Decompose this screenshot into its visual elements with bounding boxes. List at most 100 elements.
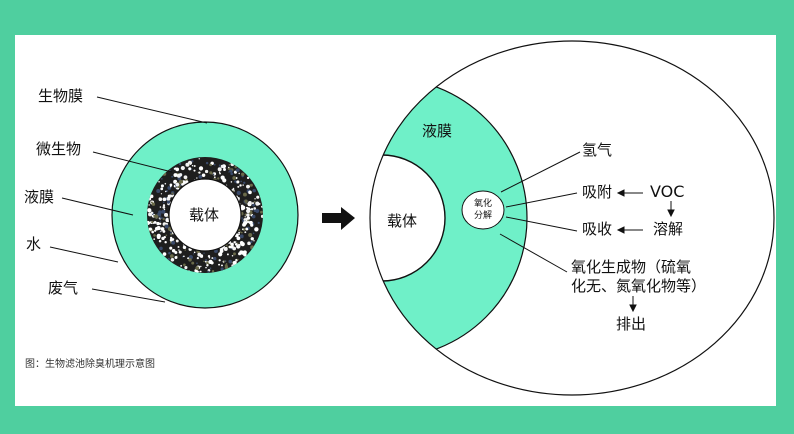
microbe-speck (174, 256, 178, 260)
microbe-speck (153, 238, 156, 240)
microbe-speck (250, 223, 254, 227)
microbe-speck (195, 270, 199, 273)
microbe-speck (234, 243, 238, 246)
label-products-1: 氧化生成物（硫氧 (571, 258, 692, 276)
microbe-speck (242, 222, 246, 227)
microbe-speck (171, 238, 175, 241)
microbe-speck (160, 193, 163, 195)
microbe-speck (246, 176, 250, 180)
microbe-speck (184, 249, 187, 251)
microbe-speck (226, 253, 229, 256)
microbe-speck (192, 253, 195, 255)
microbe-speck (204, 260, 207, 263)
microbe-speck (237, 243, 241, 247)
microbe-speck (158, 239, 162, 243)
microbe-speck (246, 213, 250, 217)
microbe-speck (201, 173, 206, 177)
label-water: 水 (26, 235, 42, 253)
microbe-speck (230, 172, 234, 176)
microbe-speck (163, 235, 166, 239)
microbe-speck (191, 261, 195, 265)
microbe-speck (210, 162, 213, 165)
microbe-speck (162, 252, 167, 256)
microbe-speck (198, 175, 203, 179)
microbe-speck (203, 252, 205, 254)
microbe-speck (232, 176, 237, 180)
microbe-speck (151, 230, 155, 234)
microbe-speck (170, 185, 172, 188)
microbe-speck (160, 177, 163, 180)
microbe-speck (240, 180, 243, 183)
figure-caption: 图：生物滤池除臭机理示意图 (25, 359, 155, 370)
microbe-speck (156, 221, 160, 226)
microbe-speck (154, 226, 159, 231)
microbe-speck (244, 199, 248, 203)
microbe-speck (177, 245, 180, 248)
microbe-speck (209, 267, 212, 270)
microbe-speck (161, 209, 166, 214)
microbe-speck (246, 220, 250, 224)
microbe-speck (196, 177, 198, 179)
microbe-speck (232, 187, 235, 190)
microbe-speck (175, 239, 179, 243)
microbe-speck (241, 231, 243, 234)
microbe-speck (238, 233, 240, 236)
microbe-speck (257, 221, 260, 224)
microbe-speck (234, 180, 237, 183)
microbe-speck (236, 180, 240, 184)
microbe-speck (244, 231, 247, 234)
microbe-speck (175, 187, 178, 189)
microbe-speck (248, 200, 252, 205)
microbe-speck (164, 241, 167, 244)
microbe-speck (247, 219, 249, 222)
microbe-speck (193, 251, 196, 254)
microbe-speck (173, 179, 178, 184)
microbe-speck (240, 242, 245, 247)
label-oxidation-decomposition: 氧化分解 (469, 198, 497, 222)
microbe-speck (245, 227, 248, 230)
microbe-speck (223, 168, 226, 171)
microbe-speck (250, 240, 253, 244)
label-carrier-left: 载体 (189, 206, 220, 224)
microbe-speck (164, 224, 169, 229)
microbe-speck (237, 185, 240, 188)
microbe-speck (206, 264, 209, 267)
label-dissolve: 溶解 (653, 220, 684, 238)
label-oxygen: 氢气 (582, 141, 613, 159)
microbe-speck (173, 173, 178, 177)
microbe-speck (181, 183, 184, 186)
microbe-speck (167, 257, 170, 261)
microbe-speck (156, 188, 161, 194)
microbe-speck (148, 227, 153, 231)
microbe-speck (195, 266, 200, 271)
microbe-speck (191, 165, 194, 167)
microbe-speck (184, 266, 188, 270)
microbe-speck (229, 169, 233, 173)
microbe-speck (164, 182, 167, 185)
microbe-speck (147, 208, 152, 213)
microbe-speck (156, 235, 161, 240)
microbe-speck (161, 217, 164, 219)
microbe-speck (153, 234, 156, 237)
microbe-speck (170, 230, 172, 232)
microbe-speck (218, 263, 221, 266)
microbe-speck (151, 202, 156, 206)
microbe-speck (162, 197, 167, 202)
microbe-speck (243, 192, 247, 197)
microbe-speck (254, 198, 256, 200)
microbe-speck (246, 184, 250, 189)
microbe-speck (197, 252, 202, 257)
microbe-speck (243, 253, 247, 257)
microbe-speck (252, 232, 255, 235)
microbe-speck (200, 265, 202, 268)
microbe-speck (236, 190, 241, 196)
microbe-speck (248, 232, 253, 237)
leader-lines (49, 96, 208, 303)
microbe-speck (211, 257, 214, 260)
microbe-speck (171, 192, 174, 195)
microbe-speck (205, 161, 209, 165)
microbe-speck (159, 206, 162, 208)
microbe-speck (231, 254, 234, 257)
microbe-speck (182, 245, 187, 250)
